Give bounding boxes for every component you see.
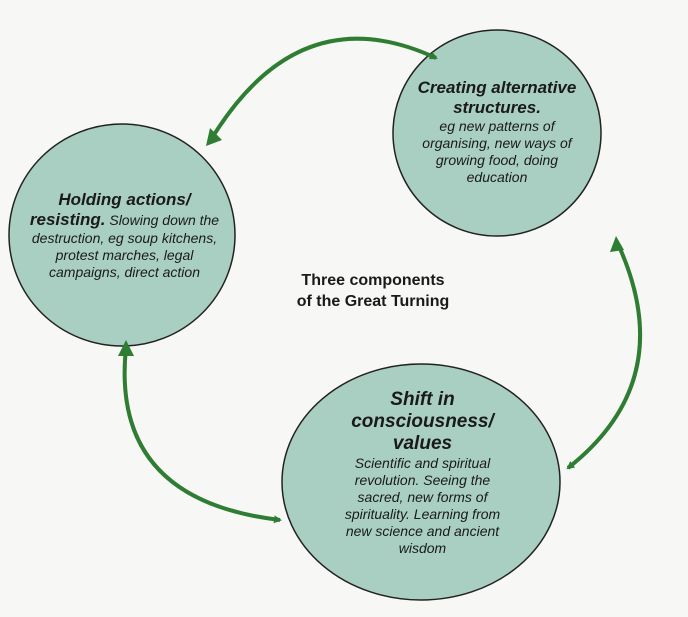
shift-title: Shift in consciousness/ values bbox=[351, 388, 494, 454]
circle-holding-shape bbox=[8, 123, 236, 347]
holding-body: Slowing down the destruction, eg soup ki… bbox=[31, 211, 220, 280]
arrow-left bbox=[122, 347, 282, 524]
title-line-1: Three components bbox=[301, 272, 445, 289]
circle-creating-shape bbox=[392, 29, 602, 237]
arrowhead-top-start bbox=[206, 128, 222, 146]
holding-title: Holding actions/ resisting. bbox=[29, 189, 191, 229]
diagram-title: Three components of the Great Turning bbox=[268, 270, 478, 312]
arrowhead-left-start bbox=[118, 340, 134, 356]
title-line-2: of the Great Turning bbox=[296, 293, 450, 310]
arrowhead-right-start bbox=[610, 236, 624, 252]
creating-title: Creating alternative structures. bbox=[417, 78, 577, 117]
shift-body: Scientific and spiritual revolution. See… bbox=[344, 454, 501, 556]
circle-shift-consciousness: Shift in consciousness/ values Scientifi… bbox=[335, 385, 510, 560]
arrow-top bbox=[210, 36, 438, 140]
arrow-right bbox=[566, 243, 643, 470]
circle-holding-actions: Holding actions/ resisting. Slowing down… bbox=[22, 150, 227, 320]
circle-shift-shape bbox=[281, 363, 561, 601]
creating-body: eg new patterns of organising, new ways … bbox=[422, 118, 572, 185]
circle-creating-structures: Creating alternative structures. eg new … bbox=[412, 62, 582, 202]
